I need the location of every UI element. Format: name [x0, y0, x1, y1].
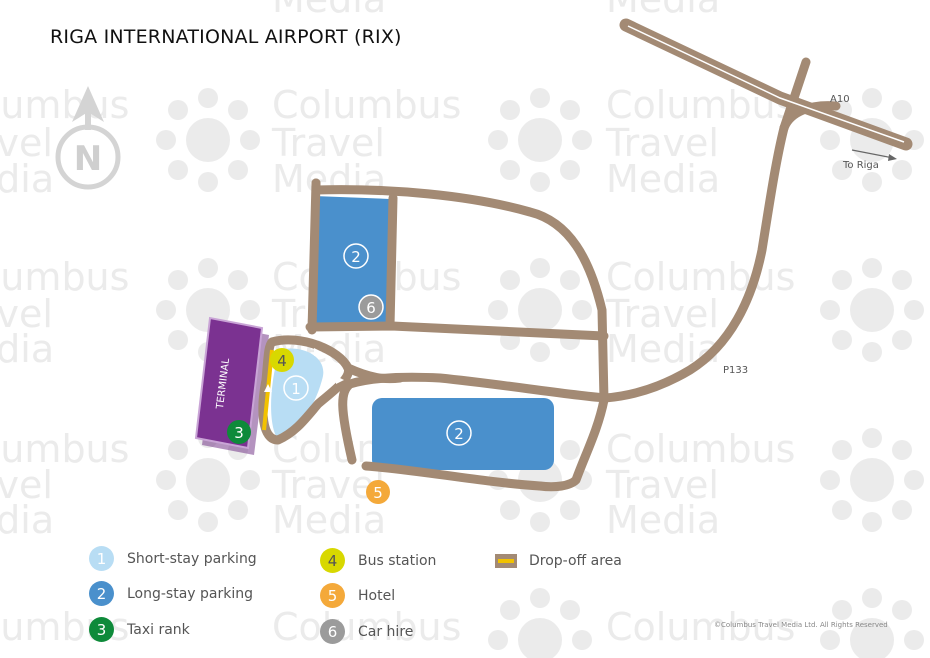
copyright: ©Columbus Travel Media Ltd. All Rights R… — [714, 621, 888, 629]
svg-text:Media: Media — [272, 0, 386, 21]
north-arrow-icon: N — [55, 86, 121, 190]
legend-item-long-stay: 2 Long-stay parking — [89, 581, 253, 606]
svg-text:Media: Media — [606, 498, 720, 542]
traffic-arrows — [264, 348, 344, 392]
road-label-p133: P133 — [723, 365, 748, 376]
svg-text:2: 2 — [351, 248, 361, 266]
svg-text:5: 5 — [373, 484, 383, 502]
legend-item-dropoff: Drop-off area — [492, 553, 622, 569]
legend-item-car-hire: 6 Car hire — [320, 619, 413, 644]
svg-text:Columbus: Columbus — [0, 83, 129, 127]
svg-text:N: N — [74, 139, 102, 179]
svg-text:Columbus: Columbus — [606, 427, 795, 471]
legend-label: Taxi rank — [127, 621, 190, 638]
legend-label: Drop-off area — [529, 553, 622, 569]
svg-text:Travel: Travel — [271, 121, 385, 165]
svg-text:Media: Media — [0, 327, 54, 371]
svg-text:Media: Media — [0, 498, 54, 542]
svg-text:Columbus: Columbus — [606, 605, 795, 649]
road-centerlines — [627, 25, 905, 143]
svg-text:Columbus: Columbus — [272, 605, 461, 649]
marker-long-stay-north: 2 — [343, 243, 369, 269]
svg-text:6: 6 — [366, 299, 376, 317]
svg-text:4: 4 — [277, 352, 287, 370]
svg-text:Columbus: Columbus — [0, 255, 129, 299]
legend-badge: 4 — [320, 548, 345, 573]
svg-text:Columbus: Columbus — [272, 83, 461, 127]
svg-text:Media: Media — [606, 0, 720, 21]
svg-text:3: 3 — [234, 424, 244, 442]
legend-label: Car hire — [358, 623, 414, 640]
marker-long-stay-south: 2 — [446, 420, 472, 446]
legend-badge: 1 — [89, 546, 114, 571]
legend-badge: 5 — [320, 583, 345, 608]
svg-text:2: 2 — [454, 425, 464, 443]
legend-label: Bus station — [358, 552, 437, 569]
svg-text:Media: Media — [606, 157, 720, 201]
marker-bus: 4 — [270, 348, 294, 372]
legend-item-short-stay: 1 Short-stay parking — [89, 546, 257, 571]
marker-short-stay: 1 — [283, 375, 309, 401]
marker-taxi: 3 — [227, 420, 251, 444]
svg-text:Travel: Travel — [0, 292, 53, 336]
legend-label: Short-stay parking — [127, 550, 257, 567]
svg-text:Media: Media — [272, 498, 386, 542]
legend-label: Long-stay parking — [127, 585, 254, 602]
legend-item-taxi: 3 Taxi rank — [89, 617, 190, 642]
svg-text:Travel: Travel — [605, 121, 719, 165]
marker-hotel: 5 — [366, 480, 390, 504]
legend-badge: 3 — [89, 617, 114, 642]
marker-car-hire: 6 — [358, 294, 384, 320]
svg-text:Travel: Travel — [605, 463, 719, 507]
svg-text:Travel: Travel — [0, 463, 53, 507]
svg-text:Travel: Travel — [605, 292, 719, 336]
legend-badge: 2 — [89, 581, 114, 606]
legend-item-hotel: 5 Hotel — [320, 583, 395, 608]
dropoff-swatch-icon — [495, 554, 517, 568]
svg-text:Travel: Travel — [0, 121, 53, 165]
legend-item-bus: 4 Bus station — [320, 548, 436, 573]
svg-text:1: 1 — [291, 380, 301, 398]
road-label-a10: A10 — [830, 94, 850, 105]
direction-arrow-icon — [851, 149, 897, 161]
road-label-to-riga: To Riga — [842, 160, 879, 171]
terminal-building: TERMINAL — [194, 316, 269, 455]
svg-text:Media: Media — [0, 157, 54, 201]
svg-text:Columbus: Columbus — [0, 427, 129, 471]
map-title: RIGA INTERNATIONAL AIRPORT (RIX) — [50, 26, 402, 48]
legend-label: Hotel — [358, 587, 396, 604]
legend-badge: 6 — [320, 619, 345, 644]
